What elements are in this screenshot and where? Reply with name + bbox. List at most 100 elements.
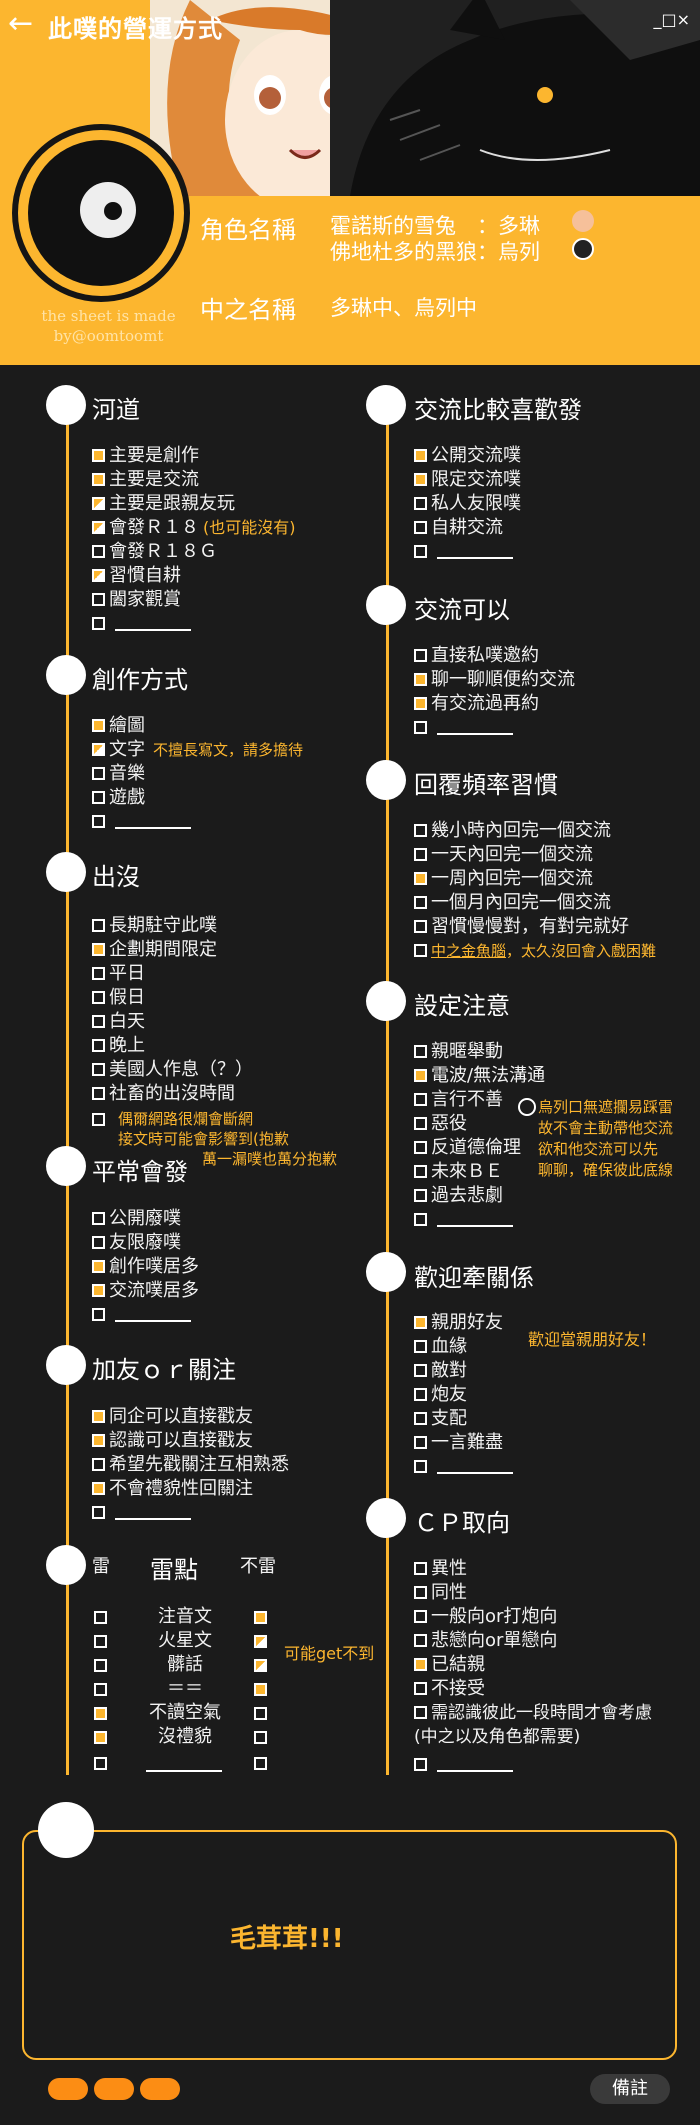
checkbox-empty[interactable] xyxy=(92,1236,105,1249)
checkbox-empty[interactable] xyxy=(92,1506,105,1519)
list-item[interactable]: 晚上 xyxy=(92,1035,145,1057)
pill-tab-2[interactable] xyxy=(94,2078,134,2100)
list-item[interactable]: 會發Ｒ１８(也可能沒有) xyxy=(92,517,296,539)
blank-item[interactable] xyxy=(414,1754,513,1776)
blank-line[interactable] xyxy=(115,813,191,829)
checkbox-empty[interactable] xyxy=(414,1758,427,1771)
checkbox-empty[interactable] xyxy=(92,1308,105,1321)
list-item[interactable]: 文字不擅長寫文，請多擔待 xyxy=(92,739,303,761)
list-item[interactable]: 主要是創作 xyxy=(92,445,199,467)
blank-item[interactable] xyxy=(414,717,513,739)
checkbox-checked[interactable] xyxy=(414,872,427,885)
checkbox-empty[interactable] xyxy=(92,967,105,980)
checkbox-checked[interactable] xyxy=(92,449,105,462)
checkbox-empty[interactable] xyxy=(414,1340,427,1353)
checkbox-empty[interactable] xyxy=(414,521,427,534)
list-item[interactable]: 需認識彼此一段時間才會考慮 xyxy=(414,1702,652,1724)
checkbox-partial[interactable] xyxy=(92,569,105,582)
checkbox-empty[interactable] xyxy=(414,1141,427,1154)
checkbox-empty[interactable] xyxy=(94,1611,107,1624)
checkbox-empty[interactable] xyxy=(414,1045,427,1058)
list-item[interactable]: 不會禮貌性回關注 xyxy=(92,1478,253,1500)
checkbox-empty[interactable] xyxy=(254,1731,267,1744)
remark-button[interactable]: 備註 xyxy=(590,2074,670,2104)
checkbox-empty[interactable] xyxy=(414,944,427,957)
list-item[interactable]: 惡役 xyxy=(414,1113,467,1135)
checkbox-empty[interactable] xyxy=(92,991,105,1004)
checkbox-empty[interactable] xyxy=(414,1189,427,1202)
list-item[interactable]: 電波/無法溝通 xyxy=(414,1065,545,1087)
checkbox-empty[interactable] xyxy=(92,1015,105,1028)
list-item[interactable]: 希望先戳關注互相熟悉 xyxy=(92,1454,289,1476)
checkbox-empty[interactable] xyxy=(414,1610,427,1623)
checkbox-empty[interactable] xyxy=(414,848,427,861)
list-item[interactable]: 一天內回完一個交流 xyxy=(414,844,593,866)
checkbox-empty[interactable] xyxy=(92,593,105,606)
checkbox-empty[interactable] xyxy=(94,1683,107,1696)
list-item[interactable]: 習慣自耕 xyxy=(92,565,181,587)
checkbox-checked[interactable] xyxy=(92,1260,105,1273)
checkbox-empty[interactable] xyxy=(414,497,427,510)
list-item[interactable]: 自耕交流 xyxy=(414,517,503,539)
blank-line[interactable] xyxy=(437,1756,513,1772)
checkbox-checked[interactable] xyxy=(92,1284,105,1297)
list-item[interactable]: 支配 xyxy=(414,1408,467,1430)
list-item[interactable]: 闔家觀賞 xyxy=(92,589,181,611)
checkbox-empty[interactable] xyxy=(92,1212,105,1225)
checkbox-empty[interactable] xyxy=(94,1757,107,1770)
checkbox-empty[interactable] xyxy=(414,545,427,558)
list-item[interactable]: 私人友限噗 xyxy=(414,493,521,515)
list-item[interactable]: 習慣慢慢對，有對完就好 xyxy=(414,916,629,938)
list-item[interactable]: 公開交流噗 xyxy=(414,445,521,467)
blank-item[interactable] xyxy=(92,613,191,635)
checkbox-empty[interactable] xyxy=(414,896,427,909)
checkbox-empty[interactable] xyxy=(414,920,427,933)
checkbox-empty[interactable] xyxy=(414,1093,427,1106)
checkbox-empty[interactable] xyxy=(92,791,105,804)
blank-line[interactable] xyxy=(437,1458,513,1474)
blank-item[interactable] xyxy=(92,1502,191,1524)
checkbox-empty[interactable] xyxy=(414,1364,427,1377)
blank-item[interactable] xyxy=(414,541,513,563)
checkbox-empty[interactable] xyxy=(254,1757,267,1770)
list-item[interactable]: 交流噗居多 xyxy=(92,1280,199,1302)
blank-line[interactable] xyxy=(115,1306,191,1322)
checkbox-empty[interactable] xyxy=(414,1388,427,1401)
list-item[interactable]: 主要是跟親友玩 xyxy=(92,493,235,515)
list-item[interactable]: 限定交流噗 xyxy=(414,469,521,491)
checkbox-partial[interactable] xyxy=(92,743,105,756)
list-item[interactable]: 會發Ｒ１８Ｇ xyxy=(92,541,217,563)
list-item[interactable]: 同性 xyxy=(414,1582,467,1604)
blank-item[interactable] xyxy=(92,811,191,833)
checkbox-empty[interactable] xyxy=(414,649,427,662)
list-item[interactable]: 一般向or打炮向 xyxy=(414,1606,557,1628)
checkbox-checked[interactable] xyxy=(92,1434,105,1447)
checkbox-empty[interactable] xyxy=(94,1659,107,1672)
checkbox-checked[interactable] xyxy=(414,697,427,710)
checkbox-checked[interactable] xyxy=(414,1658,427,1671)
checkbox-checked[interactable] xyxy=(92,1410,105,1423)
list-item[interactable]: 企劃期間限定 xyxy=(92,939,217,961)
blank-line[interactable] xyxy=(437,719,513,735)
list-item[interactable]: 遊戲 xyxy=(92,787,145,809)
list-item[interactable]: 平日 xyxy=(92,963,145,985)
checkbox-partial[interactable] xyxy=(254,1659,267,1672)
checkbox-checked[interactable] xyxy=(92,1482,105,1495)
blank-item[interactable] xyxy=(414,1456,513,1478)
checkbox-checked[interactable] xyxy=(92,943,105,956)
blank-item[interactable] xyxy=(92,1304,191,1326)
checkbox-empty[interactable] xyxy=(92,1087,105,1100)
checkbox-checked[interactable] xyxy=(94,1707,107,1720)
checkbox-partial[interactable] xyxy=(92,521,105,534)
pill-tab-3[interactable] xyxy=(140,2078,180,2100)
checkbox-empty[interactable] xyxy=(414,1117,427,1130)
list-item[interactable]: 異性 xyxy=(414,1558,467,1580)
list-item[interactable]: 敵對 xyxy=(414,1360,467,1382)
checkbox-checked[interactable] xyxy=(414,449,427,462)
blank-line[interactable] xyxy=(146,1756,222,1772)
checkbox-partial[interactable] xyxy=(254,1635,267,1648)
list-item[interactable]: 反道德倫理 xyxy=(414,1137,521,1159)
checkbox-empty[interactable] xyxy=(254,1707,267,1720)
list-item[interactable]: 聊一聊順便約交流 xyxy=(414,669,575,691)
checkbox-empty[interactable] xyxy=(414,1634,427,1647)
